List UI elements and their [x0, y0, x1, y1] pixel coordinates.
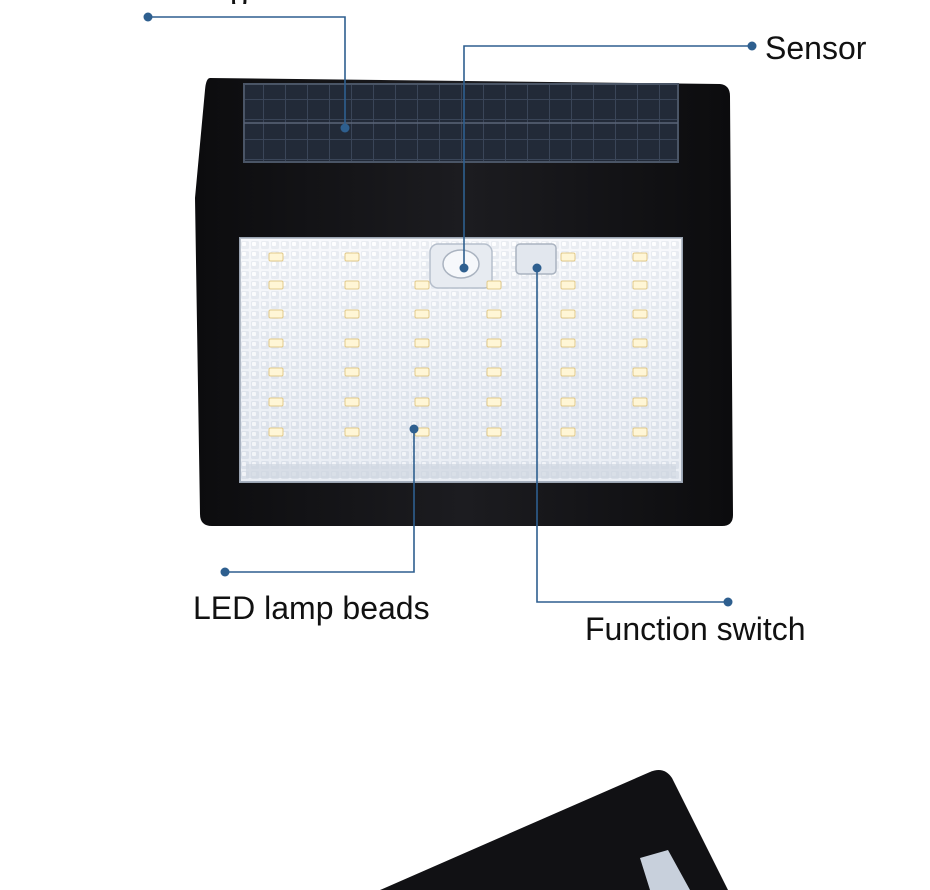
led-bead: [268, 397, 284, 407]
leader-led: [225, 429, 415, 573]
led-bead: [486, 367, 502, 377]
led-bead: [560, 252, 576, 262]
leader-sensor: [463, 45, 752, 268]
led-bead: [486, 397, 502, 407]
led-bead: [414, 280, 430, 290]
led-bead: [344, 427, 360, 437]
led-bead: [414, 338, 430, 348]
solar-lamp: [195, 78, 733, 526]
led-bead: [344, 280, 360, 290]
led-bead: [560, 427, 576, 437]
leader-dots: [143, 12, 757, 607]
function-switch-icon: [515, 243, 557, 275]
led-bead: [414, 397, 430, 407]
led-bead: [560, 338, 576, 348]
led-bead: [486, 338, 502, 348]
led-bead: [560, 397, 576, 407]
led-bead: [414, 309, 430, 319]
label-solar-panel-partial: p: [230, 0, 290, 4]
led-bead: [344, 338, 360, 348]
led-bead: [268, 338, 284, 348]
led-bead: [560, 309, 576, 319]
led-bead: [344, 309, 360, 319]
led-bead: [344, 252, 360, 262]
led-bead: [268, 427, 284, 437]
label-led-lamp-beads: LED lamp beads: [193, 590, 430, 626]
led-bead: [414, 367, 430, 377]
led-bead: [632, 397, 648, 407]
led-bead: [486, 427, 502, 437]
led-bead: [632, 309, 648, 319]
led-bead: [560, 367, 576, 377]
label-sensor: Sensor: [765, 30, 867, 66]
solar-lamp-angled: [380, 770, 728, 890]
led-bead: [486, 280, 502, 290]
led-bead: [632, 252, 648, 262]
leader-switch: [536, 268, 728, 603]
led-bead: [344, 367, 360, 377]
led-bead: [268, 309, 284, 319]
led-bead: [268, 252, 284, 262]
led-bead: [560, 280, 576, 290]
led-bead: [632, 338, 648, 348]
led-beads: [268, 252, 648, 437]
led-bead: [268, 367, 284, 377]
led-bead: [632, 367, 648, 377]
led-bead: [344, 397, 360, 407]
leader-solar-panel: [148, 16, 346, 128]
led-bead: [632, 427, 648, 437]
label-function-switch: Function switch: [585, 611, 806, 647]
led-bead: [632, 280, 648, 290]
leader-lines: [148, 16, 752, 603]
led-bead: [486, 309, 502, 319]
led-bead: [268, 280, 284, 290]
